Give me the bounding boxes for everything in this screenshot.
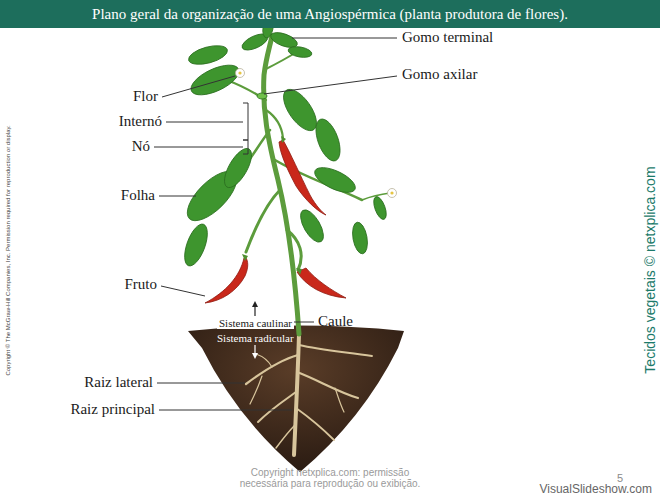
leaves [187,59,243,101]
system-arrows [252,301,258,359]
part-label: Nó [132,138,150,155]
leader-lines [157,383,245,384]
stem [226,80,266,100]
part-label: Internó [119,113,162,130]
leaves [219,144,257,191]
bracket [243,103,248,140]
roots [246,355,298,384]
bracket [243,140,248,154]
slide-title: Plano geral da organização de uma Angios… [92,6,568,23]
part-label: Raiz lateral [84,374,153,391]
soil [188,326,404,473]
flowers [238,71,241,74]
peppers [297,268,346,298]
soil [188,326,404,473]
peppers [296,268,302,275]
leader-lines [166,122,243,123]
bracket [243,103,248,154]
leader-lines [159,196,196,197]
copyright-note: Copyright © The McGraw-Hill Companies, I… [5,125,12,375]
system-arrows [252,301,258,307]
leaves [287,45,312,59]
peppers [242,254,248,261]
leader-lines [264,76,397,94]
leaves [371,195,389,221]
flowers [388,189,397,198]
leader-lines [161,286,205,296]
leader-lines [162,76,235,97]
peppers [205,258,248,303]
leaves [311,163,358,198]
leader-lines [159,410,292,411]
stem [266,110,283,138]
flowers [236,69,245,78]
watermark: Tecidos vegetais © netxplica.com [642,166,658,373]
part-label: Fruto [124,276,157,293]
roots [276,425,295,448]
stem [246,190,280,252]
leader-lines [294,322,314,323]
leaves [311,116,345,164]
watermark: VisualSlideshow.com [539,483,652,497]
system-arrows [252,353,258,359]
watermark: Copyright netxplica.com: permissão neces… [230,467,430,490]
leader-lines [154,38,397,410]
leader-lines [292,38,397,39]
roots [335,388,344,412]
roots [299,345,372,356]
part-label: Folha [121,187,155,204]
flowers [390,191,393,194]
peppers [281,136,286,143]
stem [264,36,299,334]
roots [258,392,296,422]
leaves [187,42,230,68]
part-label: Raiz principal [70,401,155,418]
system-label: Sistema radicular [217,332,294,345]
leader-lines [154,147,243,148]
roots [256,354,272,367]
roots [250,376,262,404]
flowers [236,69,397,198]
peppers [279,140,326,215]
leaves [350,221,369,255]
roots [297,372,358,398]
roots [246,334,372,455]
part-label: Caule [318,313,353,330]
leaves [179,17,388,268]
roots [296,408,334,440]
system-label: Sistema caulinar [217,317,294,330]
part-label: Gomo terminal [402,29,493,46]
part-label: Gomo axilar [402,66,477,83]
roots [294,334,299,455]
part-label: Flor [133,88,158,105]
peppers [205,136,346,303]
leaves [180,221,212,269]
stem [287,230,301,270]
title-bar: Plano geral da organização de uma Angios… [0,0,660,28]
